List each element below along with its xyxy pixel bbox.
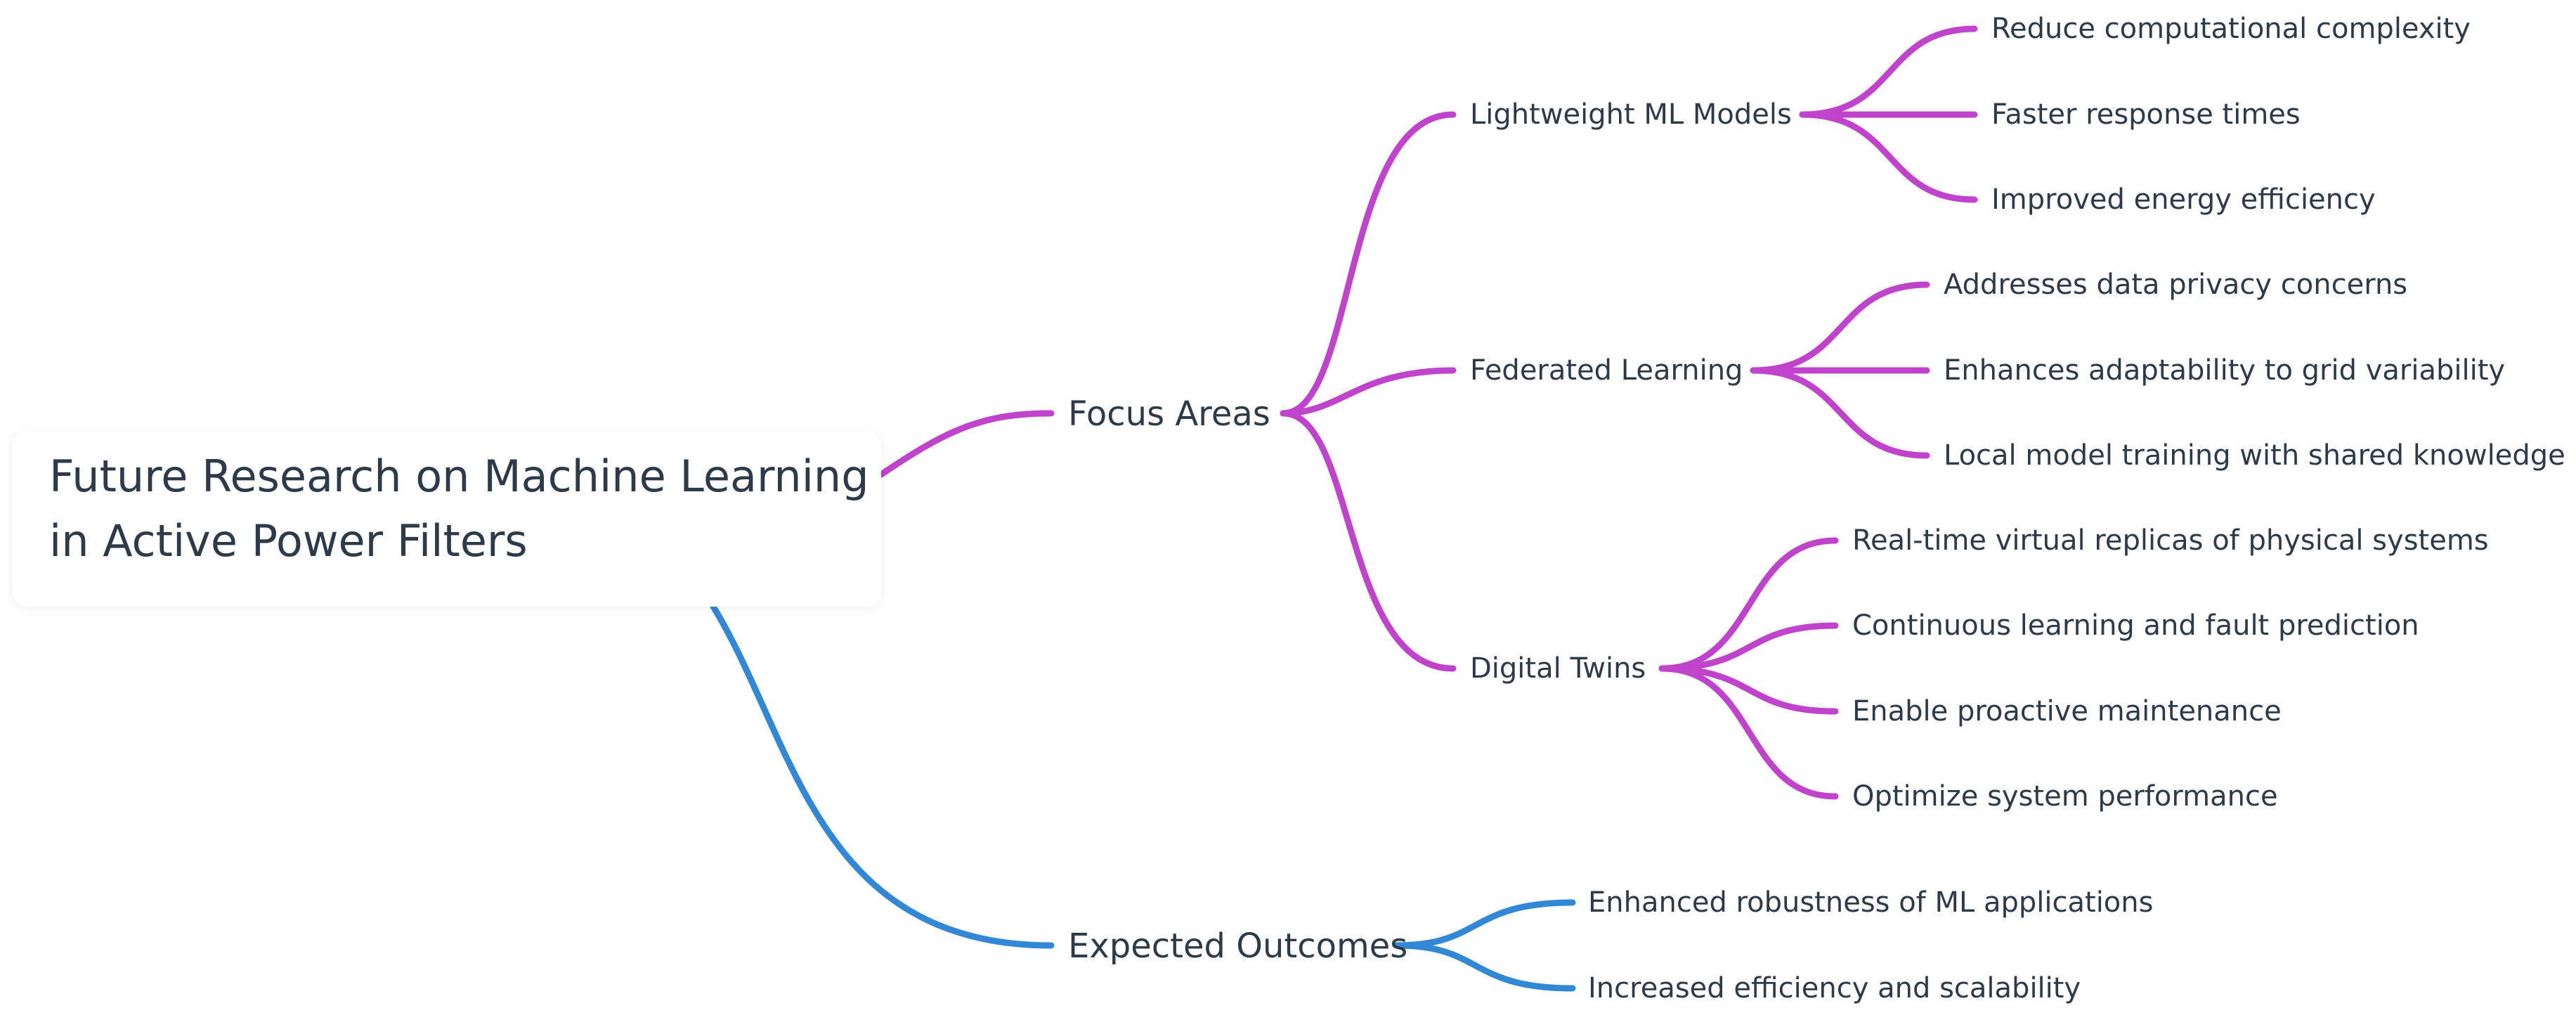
edge-outcomes-leaf-1: [1393, 899, 1576, 949]
edge-digital-twins-leaf-2: [1658, 622, 1839, 672]
root-title-line-1: Future Research on Machine Learning: [49, 451, 869, 502]
leaf-improved-energy-efficiency[interactable]: Improved energy efficiency: [1991, 183, 2376, 216]
leaf-increased-efficiency[interactable]: Increased efficiency and scalability: [1588, 972, 2081, 1004]
edge-outcomes-leaf-2: [1393, 942, 1576, 992]
leaf-faster-response-times[interactable]: Faster response times: [1991, 98, 2301, 131]
node-expected-outcomes[interactable]: Expected Outcomes: [1068, 926, 1408, 966]
leaf-enhances-adaptability[interactable]: Enhances adaptability to grid variabilit…: [1944, 354, 2506, 387]
node-digital-twins[interactable]: Digital Twins: [1470, 652, 1646, 685]
edge-focus-federated: [1280, 367, 1457, 417]
edge-root-expected-outcomes: [710, 603, 1055, 949]
edge-focus-lightweight: [1280, 111, 1457, 417]
edge-focus-digital-twins: [1280, 410, 1457, 672]
node-focus-areas[interactable]: Focus Areas: [1068, 394, 1270, 434]
node-lightweight-ml-models[interactable]: Lightweight ML Models: [1470, 98, 1792, 131]
leaf-optimize-system-performance[interactable]: Optimize system performance: [1852, 780, 2278, 813]
edge-root-focus-areas: [878, 410, 1055, 478]
leaf-enable-proactive-maintenance[interactable]: Enable proactive maintenance: [1852, 695, 2282, 728]
leaf-enhanced-robustness[interactable]: Enhanced robustness of ML applications: [1588, 886, 2154, 919]
edge-lightweight-leaf-3: [1799, 111, 1978, 203]
edge-digital-twins-leaf-3: [1658, 665, 1839, 715]
leaf-continuous-learning[interactable]: Continuous learning and fault prediction: [1852, 609, 2419, 642]
root-node-card[interactable]: [13, 431, 881, 607]
node-federated-learning[interactable]: Federated Learning: [1470, 354, 1743, 387]
leaf-reduce-computational-complexity[interactable]: Reduce computational complexity: [1991, 13, 2471, 45]
edge-digital-twins-leaf-1: [1658, 537, 1839, 672]
leaf-local-model-training[interactable]: Local model training with shared knowled…: [1944, 439, 2565, 472]
leaf-real-time-virtual-replicas[interactable]: Real-time virtual replicas of physical s…: [1852, 524, 2489, 557]
root-node-title: Future Research on Machine Learning in A…: [49, 444, 892, 574]
edge-federated-leaf-1: [1750, 281, 1930, 374]
edge-lightweight-leaf-1: [1799, 25, 1978, 118]
edge-federated-leaf-3: [1750, 367, 1930, 459]
leaf-addresses-data-privacy[interactable]: Addresses data privacy concerns: [1944, 269, 2408, 301]
root-title-line-2: in Active Power Filters: [49, 515, 528, 567]
edge-digital-twins-leaf-4: [1658, 665, 1839, 800]
